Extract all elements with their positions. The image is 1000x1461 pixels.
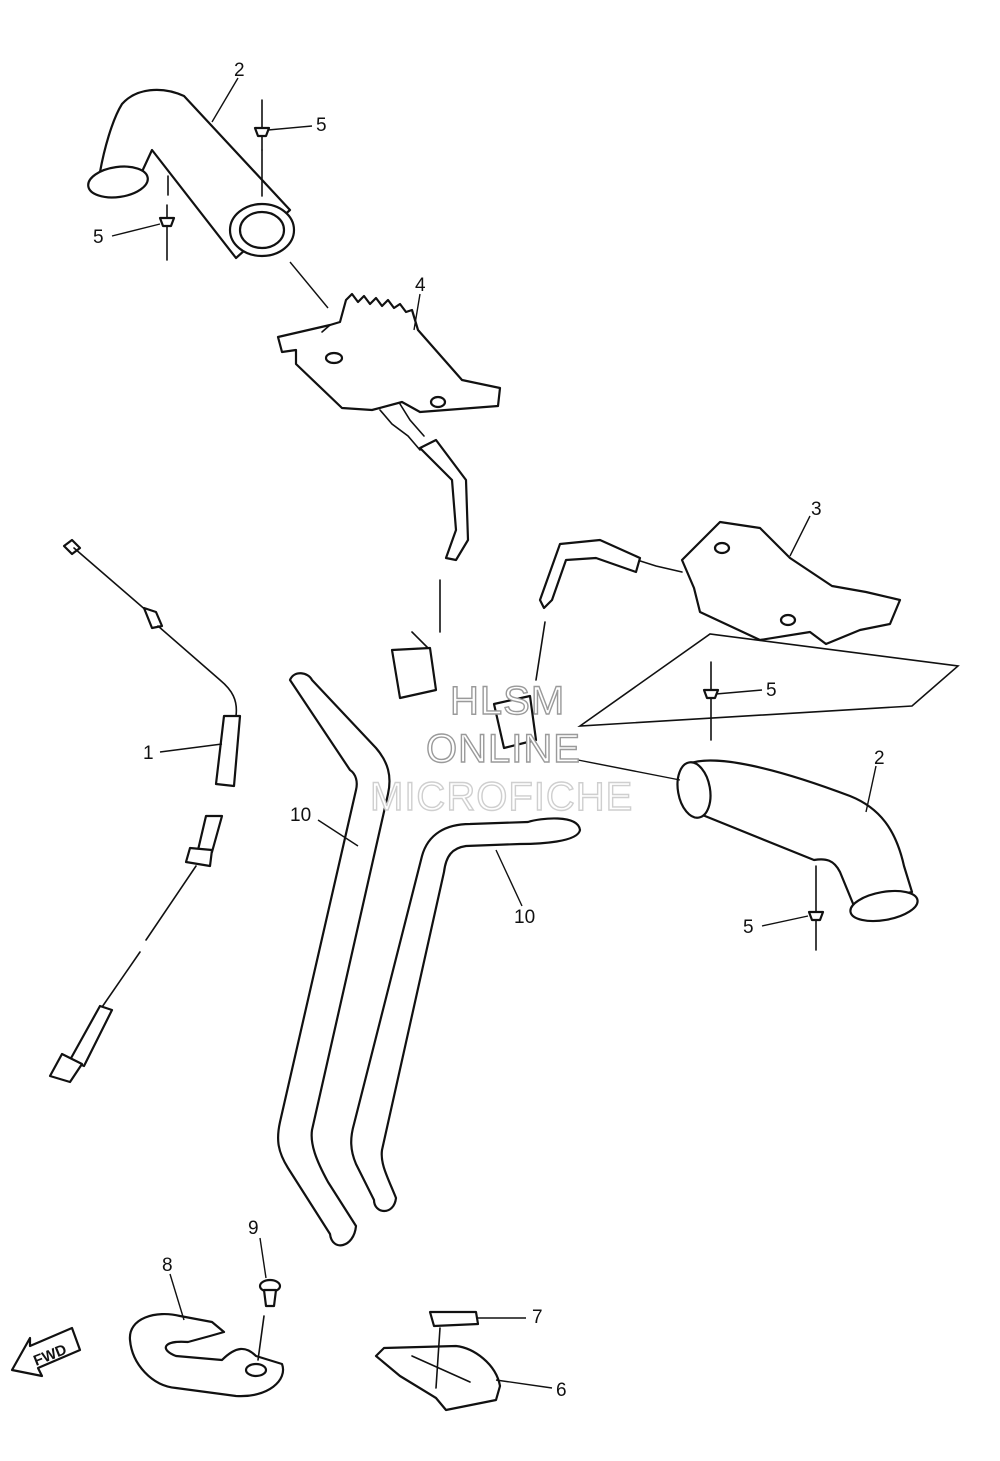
screw xyxy=(257,1278,282,1361)
adhesive-pad xyxy=(428,1310,480,1389)
callout-5-lower-lower: 5 xyxy=(743,917,754,938)
handlebar-right xyxy=(350,817,582,1213)
callouts: 2 5 5 4 3 1 5 2 10 10 5 9 8 7 6 xyxy=(93,60,885,1401)
callout-5-upper-left: 5 xyxy=(93,227,104,248)
throttle-cable xyxy=(48,538,242,1084)
callout-10-left: 10 xyxy=(290,805,311,826)
callout-2-lower: 2 xyxy=(874,748,885,769)
rivet-lower-upper xyxy=(702,661,720,741)
grip-end-cover xyxy=(128,1312,285,1398)
grip-tube-lower xyxy=(676,759,919,923)
callout-6: 6 xyxy=(556,1380,567,1401)
watermark-line-1: HLSM xyxy=(450,679,565,723)
callout-5-lower-upper: 5 xyxy=(766,680,777,701)
fwd-direction-arrow: FWD xyxy=(10,1326,82,1378)
rivet-upper-left xyxy=(158,204,176,261)
grip-tube-upper xyxy=(87,88,296,260)
callout-8: 8 xyxy=(162,1255,173,1276)
callout-7: 7 xyxy=(532,1307,543,1328)
grip-heater-lower xyxy=(492,520,902,750)
callout-1: 1 xyxy=(143,743,154,764)
callout-5-upper-right: 5 xyxy=(316,115,327,136)
callout-3: 3 xyxy=(811,499,822,520)
callout-2-upper: 2 xyxy=(234,60,245,81)
switch-holder xyxy=(374,1344,502,1412)
handlebar-left xyxy=(277,672,391,1247)
rivet-lower-lower xyxy=(807,865,825,951)
callout-4: 4 xyxy=(415,275,426,296)
callout-9: 9 xyxy=(248,1218,259,1239)
leader-lines xyxy=(111,77,877,1389)
heater-plane-outline xyxy=(577,633,960,727)
callout-10-right: 10 xyxy=(514,907,535,928)
grip-heater-upper xyxy=(276,292,502,700)
rivet-upper-right xyxy=(253,99,271,197)
watermark-line-3: MICROFICHE xyxy=(370,775,633,819)
watermark: HLSM ONLINE MICROFICHE xyxy=(369,678,633,819)
watermark-line-2: ONLINE xyxy=(426,727,581,771)
